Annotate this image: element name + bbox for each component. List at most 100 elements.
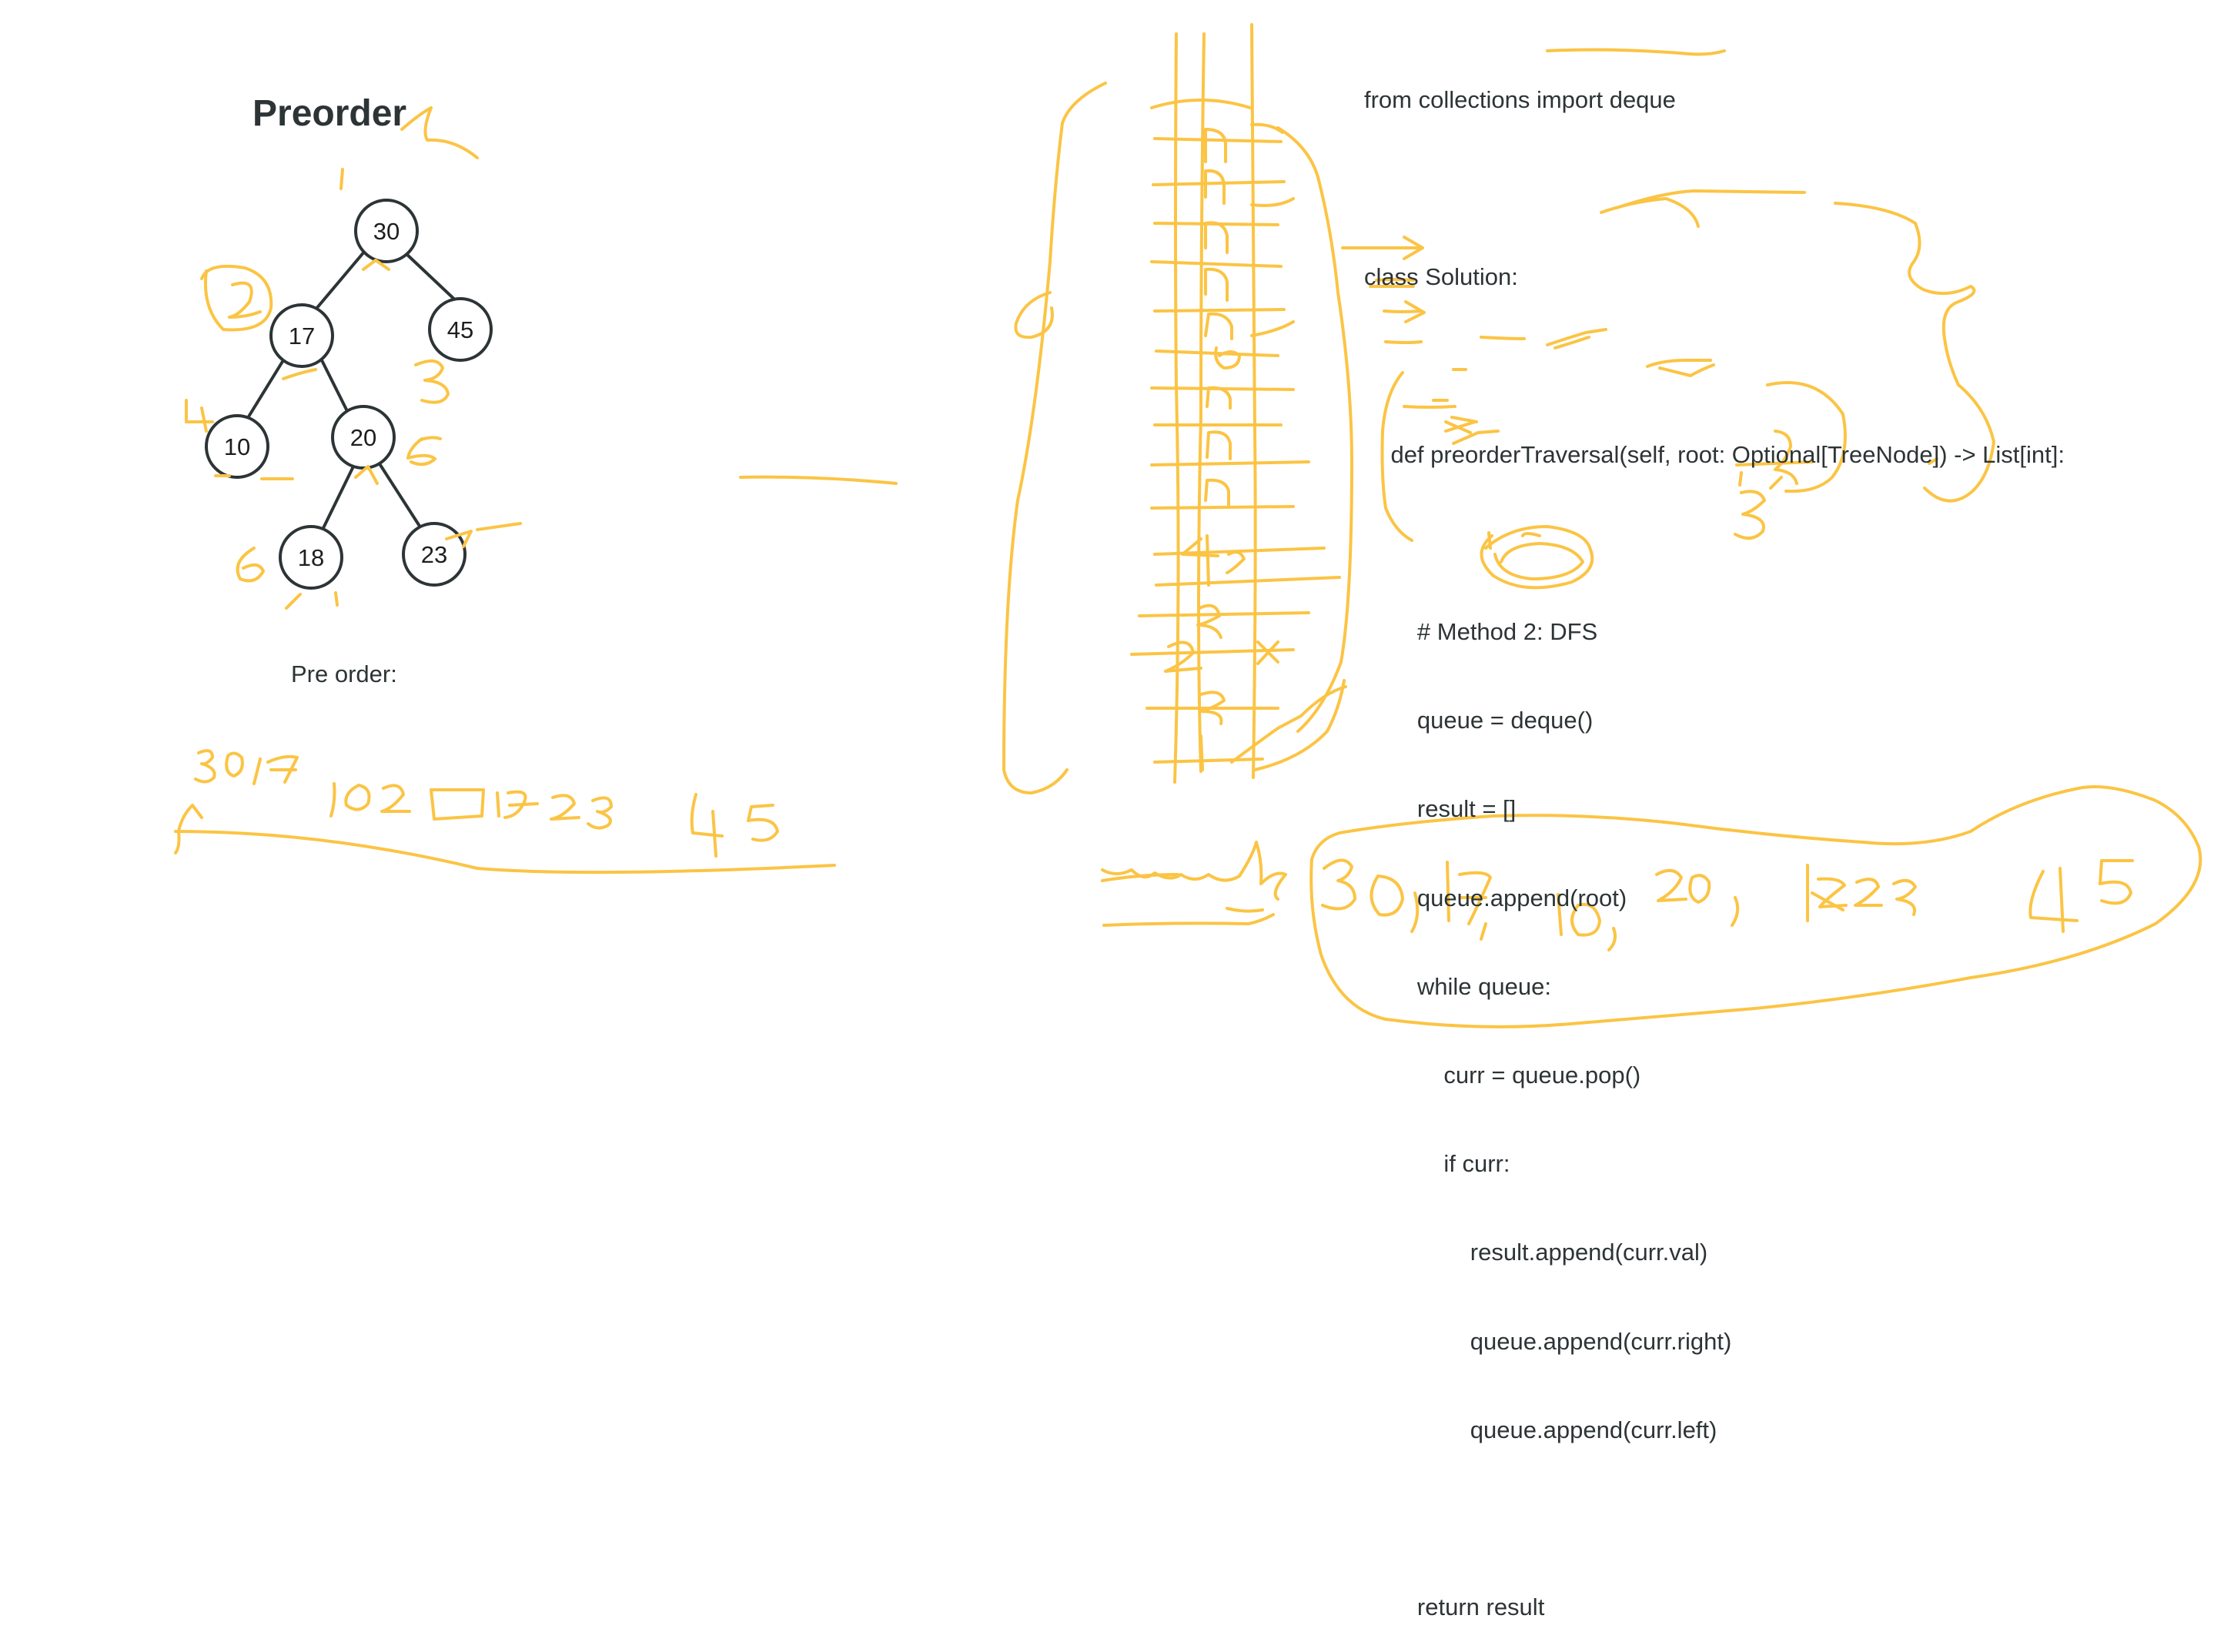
ink-stroke — [739, 475, 898, 485]
ink-stroke — [282, 368, 317, 380]
whiteboard-canvas[interactable]: 30 17 45 10 20 18 23 — [0, 0, 2214, 1169]
ink-stroke — [174, 830, 836, 874]
ink-stroke — [1173, 32, 1180, 784]
ink-stroke — [354, 465, 379, 485]
ink-stroke — [1546, 48, 1726, 56]
node-label: 30 — [373, 218, 400, 245]
ink-stroke — [2099, 859, 2134, 905]
edge-20-18 — [320, 467, 354, 533]
ink-stroke — [1102, 913, 1275, 927]
ink-stroke — [496, 790, 539, 819]
ink-stroke — [1101, 873, 1179, 882]
ink-stroke — [174, 804, 203, 854]
ink-stroke — [1204, 267, 1233, 340]
ink-stroke — [1735, 460, 1814, 490]
edge-30-17 — [314, 249, 366, 311]
tree-node[interactable]: 18 — [279, 525, 343, 590]
ink-stroke — [253, 754, 299, 785]
node-label: 23 — [421, 541, 447, 568]
ink-stroke — [1002, 82, 1107, 794]
ink-stroke — [285, 591, 339, 610]
ink-stroke — [228, 281, 262, 319]
ink-stroke — [1253, 679, 1346, 771]
ink-stroke — [1341, 236, 1424, 260]
ink-stroke — [185, 399, 214, 433]
ink-stroke — [747, 804, 779, 842]
ink-stroke — [1214, 346, 1241, 370]
ink-stroke — [225, 751, 244, 778]
ink-stroke — [1480, 336, 1526, 340]
ink-stroke — [550, 794, 613, 830]
ink-stroke — [1250, 23, 1257, 779]
tree-node[interactable]: 10 — [205, 414, 269, 479]
ink-stroke — [1384, 340, 1423, 344]
ink-stroke — [1101, 841, 1287, 901]
ink-stroke — [1928, 457, 1938, 465]
code-line: from collections import deque — [1364, 85, 1676, 113]
ink-stroke — [1658, 363, 1715, 377]
tree-node[interactable]: 30 — [354, 199, 419, 263]
ink-stroke — [400, 106, 479, 159]
ink-stroke — [200, 264, 273, 332]
ink-stroke — [1557, 893, 1617, 951]
ink-stroke — [380, 784, 411, 813]
ink-stroke — [194, 749, 216, 784]
ink-stroke — [1199, 685, 1347, 771]
ink-stroke — [1383, 300, 1426, 323]
code-line: queue.append(root) — [1364, 884, 1627, 911]
ink-stroke — [214, 474, 294, 480]
handwritten-annotations — [174, 23, 2202, 1028]
code-line: curr = queue.pop() — [1364, 1062, 1641, 1089]
tree-node[interactable]: 17 — [269, 303, 334, 368]
ink-stroke — [1197, 32, 1206, 773]
tree-node[interactable]: 23 — [402, 522, 467, 587]
edge-30-45 — [405, 252, 462, 306]
ink-stroke — [1309, 785, 2202, 1028]
ink-stroke — [1130, 137, 1341, 764]
ink-stroke — [1774, 430, 1798, 485]
ink-stroke — [1480, 525, 1594, 590]
code-line — [1364, 351, 2065, 380]
node-label: 17 — [289, 323, 315, 349]
ink-stroke — [1181, 534, 1246, 587]
code-line: class Solution: — [1364, 263, 1518, 291]
code-line: queue = deque() — [1364, 707, 1594, 734]
ink-stroke — [1403, 405, 1456, 409]
code-line: queue.append(curr.right) — [1364, 1327, 1732, 1355]
ink-stroke — [1369, 278, 1415, 288]
ink-stroke — [1014, 291, 1054, 339]
code-block[interactable]: from collections import deque class Solu… — [1364, 26, 2065, 1652]
ink-stroke — [1321, 858, 1356, 911]
ink-stroke — [1655, 868, 1740, 927]
ink-stroke — [1204, 128, 1229, 254]
tree-node[interactable]: 20 — [331, 405, 396, 470]
edge-17-10 — [245, 359, 285, 422]
ink-stroke — [1766, 381, 1847, 493]
ink-stroke — [1370, 874, 1420, 933]
code-line: # Method 2: DFS — [1364, 618, 1598, 646]
ink-stroke — [1600, 189, 1806, 228]
code-line: return result — [1364, 1593, 1545, 1621]
ink-stroke — [1452, 430, 1500, 445]
tree-node[interactable]: 45 — [428, 297, 493, 362]
code-line: result = [] — [1364, 795, 1517, 823]
ink-stroke — [1150, 99, 1295, 337]
edge-17-20 — [320, 359, 349, 414]
code-line: def preorderTraversal(self, root: Option… — [1364, 440, 2065, 468]
node-label: 10 — [224, 433, 250, 460]
ink-stroke — [1493, 542, 1584, 580]
ink-stroke — [1226, 907, 1264, 913]
code-line — [1364, 529, 2065, 558]
ink-stroke — [406, 436, 442, 467]
tree-edges — [245, 249, 462, 533]
ink-stroke — [430, 788, 485, 821]
code-line: queue.append(curr.left) — [1364, 1416, 1717, 1443]
code-line — [1364, 174, 2065, 203]
ink-stroke — [1164, 640, 1202, 673]
ink-stroke — [1196, 604, 1222, 639]
ink-stroke — [1380, 371, 1413, 542]
tree-nodes: 30 17 45 10 20 18 23 — [205, 199, 493, 590]
ink-stroke — [1204, 386, 1232, 507]
code-line: result.append(curr.val) — [1364, 1239, 1708, 1266]
ink-stroke — [1646, 359, 1712, 368]
